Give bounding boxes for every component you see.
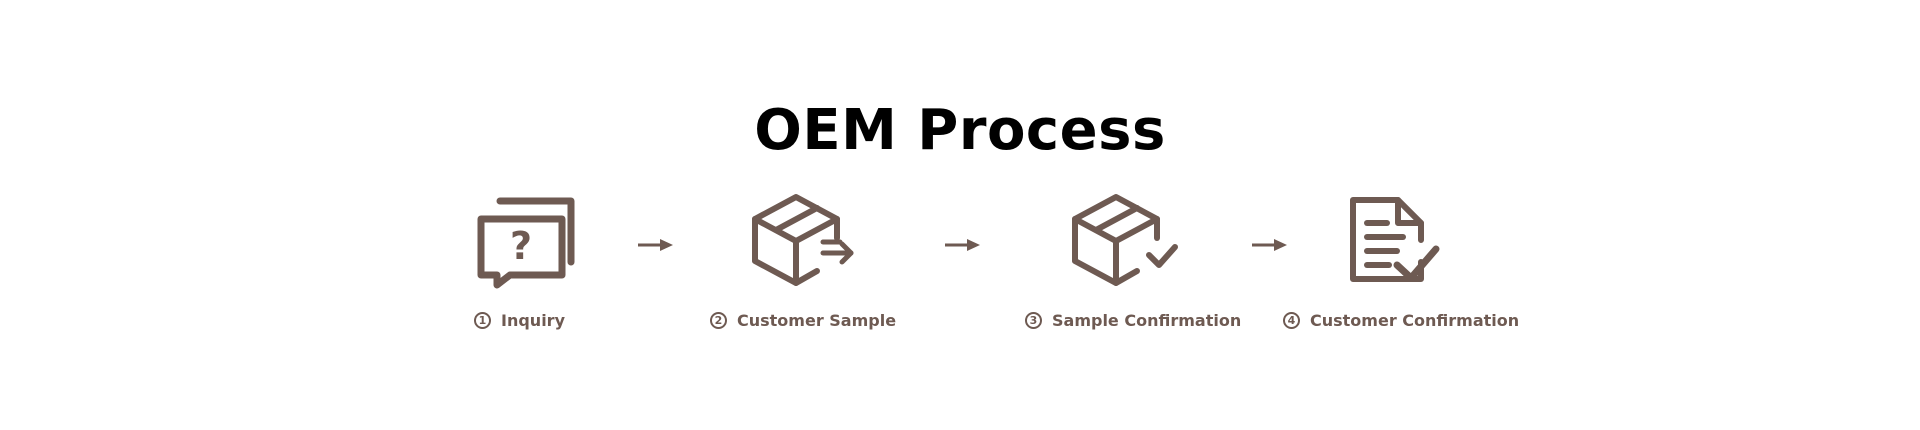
arrow-right-icon xyxy=(1252,239,1287,251)
step-customer-sample: 2 Customer Sample xyxy=(710,307,896,333)
chat-question-icon: ? xyxy=(477,197,575,289)
page-title: OEM Process xyxy=(754,97,1166,163)
step-sample-confirmation: 3 Sample Confirmation xyxy=(1025,307,1241,333)
question-mark-icon: ? xyxy=(510,224,532,268)
step-customer-confirmation: 4 Customer Confirmation xyxy=(1283,307,1519,333)
step-number: 4 xyxy=(1283,311,1300,329)
box-check-icon xyxy=(1072,194,1178,286)
step-number: 1 xyxy=(474,311,491,329)
step-inquiry: 1 Inquiry xyxy=(474,307,565,333)
step-label: Inquiry xyxy=(501,310,565,330)
step-label: Customer Confirmation xyxy=(1310,310,1520,330)
box-send-icon xyxy=(752,194,854,286)
document-check-icon xyxy=(1350,197,1440,282)
step-label: Sample Confirmation xyxy=(1052,310,1242,330)
step-number: 3 xyxy=(1025,311,1042,329)
step-number: 2 xyxy=(710,311,727,329)
arrow-right-icon xyxy=(945,239,980,251)
arrow-right-icon xyxy=(638,239,673,251)
step-label: Customer Sample xyxy=(737,310,897,330)
